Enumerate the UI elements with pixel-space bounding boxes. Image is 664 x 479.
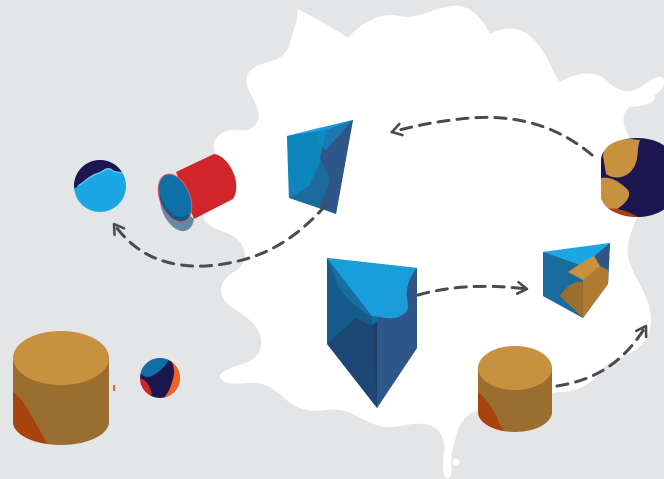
splash-droplet — [620, 94, 656, 107]
sphere-navy-sky — [74, 160, 126, 212]
arrows — [112, 115, 648, 388]
arrow-small-prism-to-sphere — [112, 203, 328, 268]
cylinder-gold-rust — [478, 346, 552, 432]
orange-mark — [113, 385, 115, 391]
arrow-large-prism-to-cube-prism — [416, 286, 529, 297]
prism-blue-small — [287, 120, 353, 214]
cylinder-red-blue — [157, 154, 237, 232]
arrow-gold-cylinder-to-small-prism — [390, 115, 594, 157]
arrow-gold-cylinder-up — [555, 324, 648, 388]
prism-blue-large — [327, 258, 417, 408]
cylinder-gold-large — [13, 331, 109, 445]
cylinder-gold-navy — [601, 138, 664, 217]
cube-prism-blue-gold — [543, 243, 610, 318]
splash-droplet — [452, 458, 460, 466]
splash-droplet — [445, 435, 449, 439]
